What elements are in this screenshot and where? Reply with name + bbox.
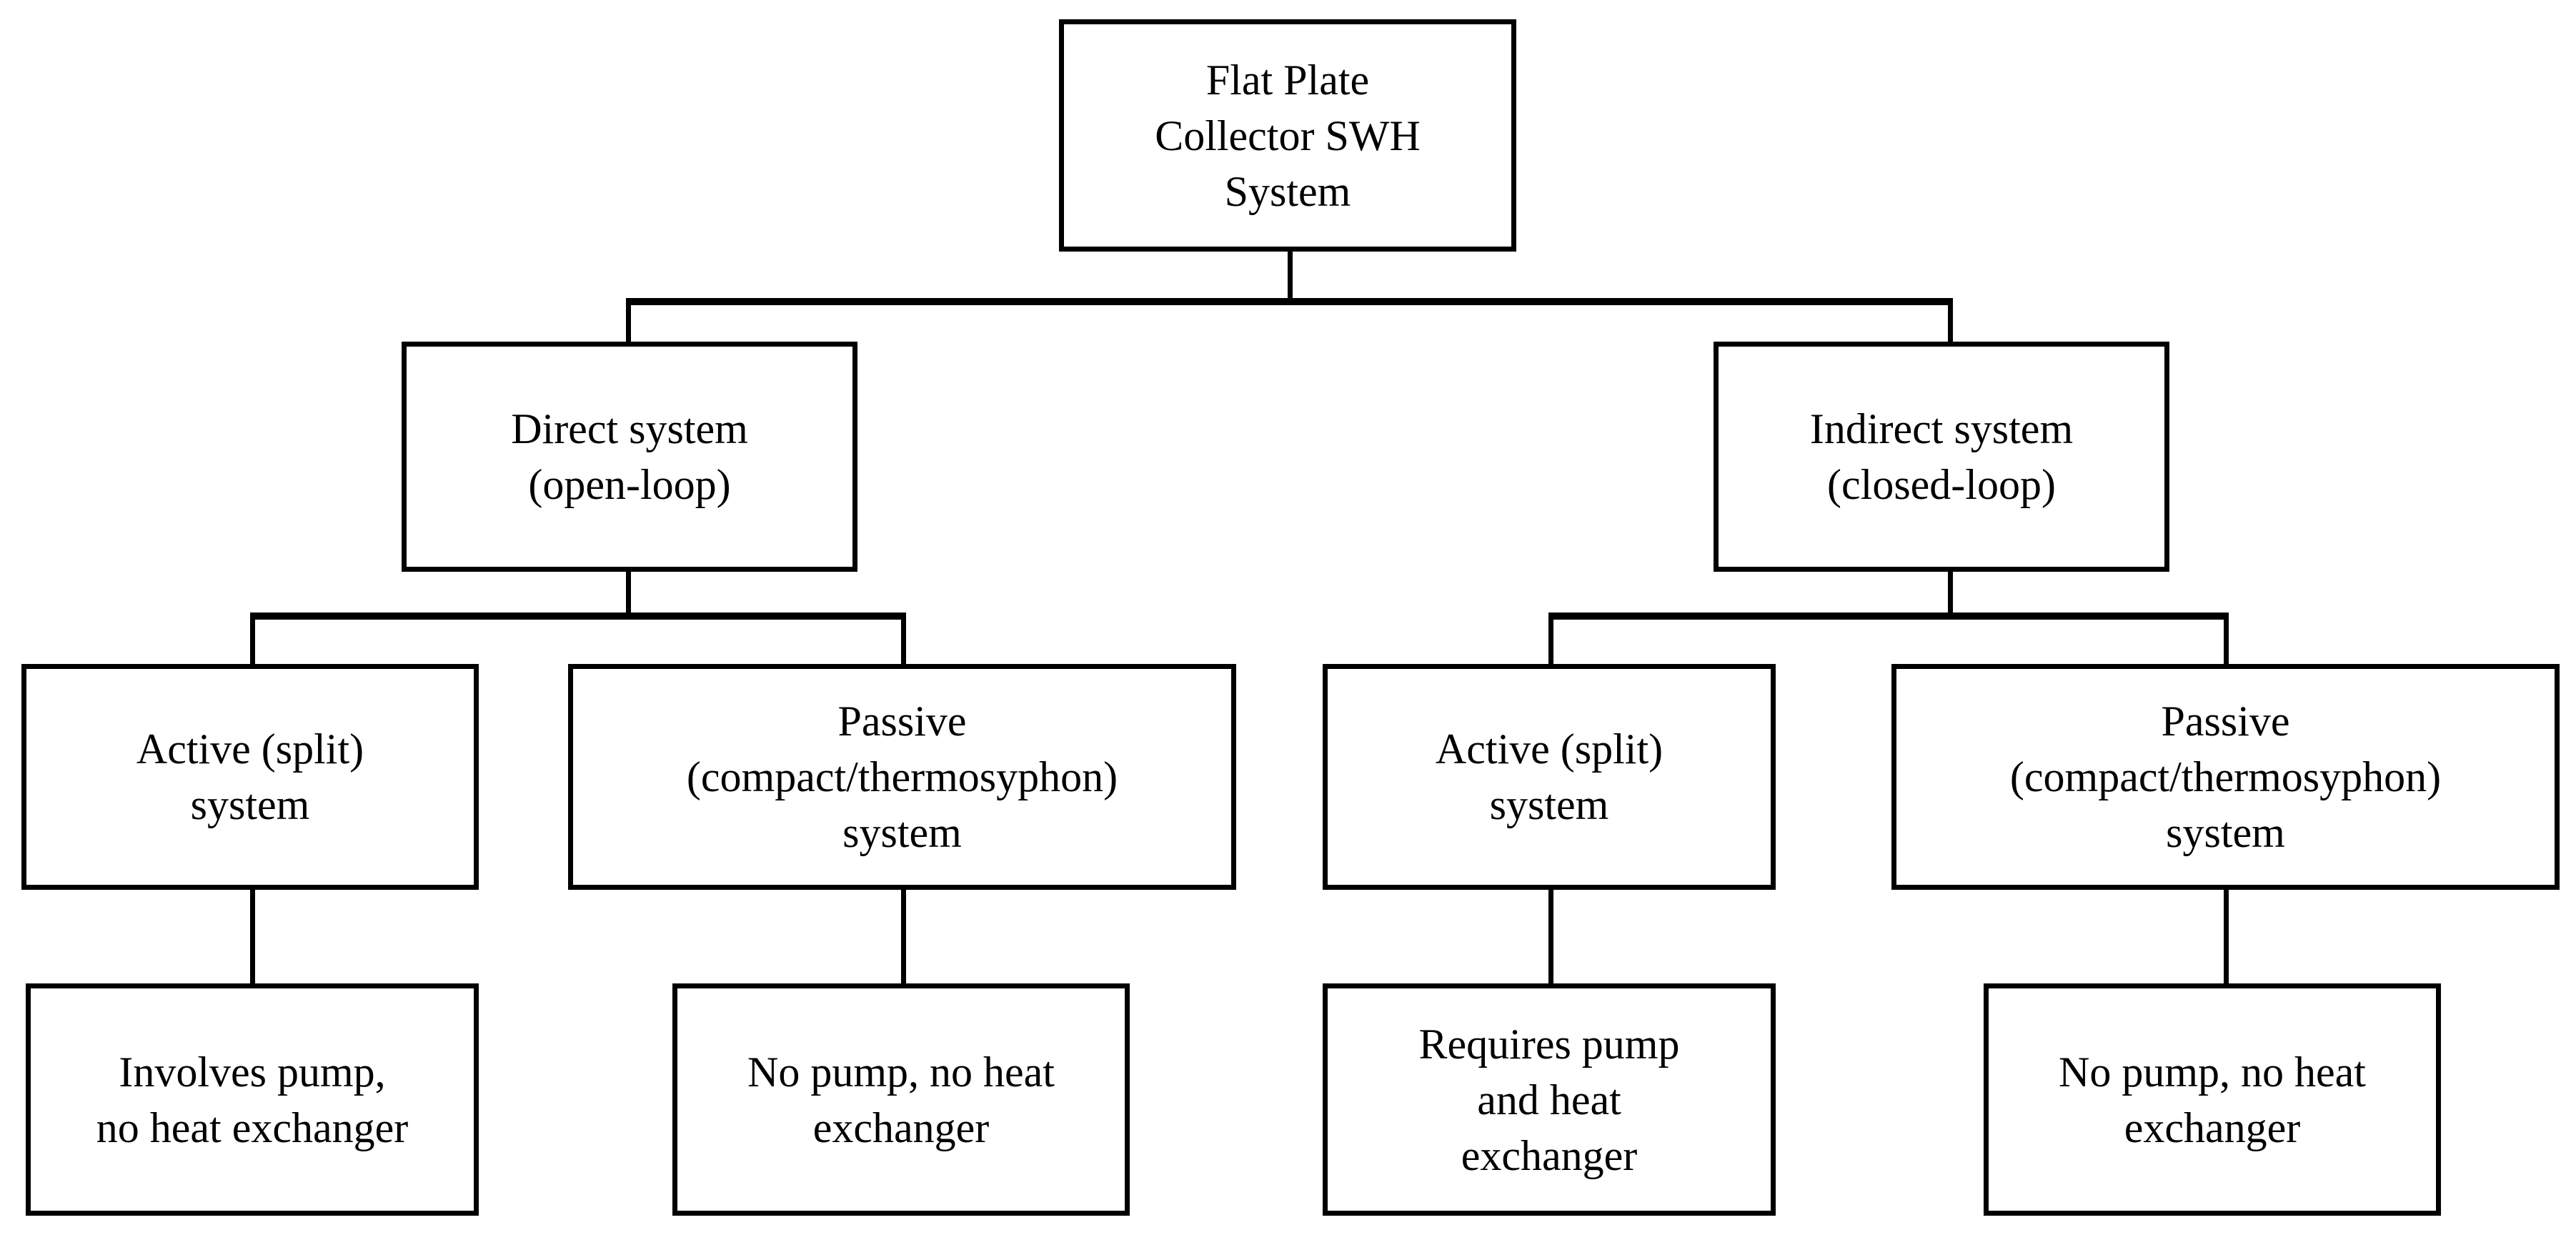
node-direct-active-detail[interactable]: Involves pump, no heat exchanger [26,983,479,1216]
node-indirect-passive[interactable]: Passive (compact/thermosyphon) system [1891,664,2560,890]
node-direct-passive[interactable]: Passive (compact/thermosyphon) system [568,664,1236,890]
connector-direct-stub [626,568,631,617]
connector-indirect-active-detail [1548,886,1553,986]
node-indirect-active-label: Active (split) system [1435,725,1664,828]
node-indirect-passive-detail-label: No pump, no heat exchanger [2059,1048,2366,1151]
connector-direct-active-detail [250,886,255,986]
node-direct-passive-detail[interactable]: No pump, no heat exchanger [672,983,1130,1216]
node-direct-active-label: Active (split) system [136,725,364,828]
node-root-label: Flat Plate Collector SWH System [1155,56,1421,215]
connector-to-direct [626,298,631,346]
node-indirect-active-detail[interactable]: Requires pump and heat exchanger [1323,983,1776,1216]
connector-indirect-stub [1948,568,1953,617]
node-indirect-system[interactable]: Indirect system (closed-loop) [1714,342,2169,572]
connector-indirect-bar [1548,612,2229,620]
node-root[interactable]: Flat Plate Collector SWH System [1059,19,1516,252]
node-direct-active[interactable]: Active (split) system [21,664,479,890]
connector-to-indirect-passive [2224,612,2229,668]
node-indirect-passive-detail[interactable]: No pump, no heat exchanger [1984,983,2441,1216]
node-indirect-system-label: Indirect system (closed-loop) [1809,405,2074,508]
connector-root-stub [1288,249,1293,303]
connector-direct-passive-detail [901,886,906,986]
connector-direct-bar [250,612,906,620]
connector-to-direct-passive [901,612,906,668]
connector-to-direct-active [250,612,255,668]
connector-to-indirect-active [1548,612,1553,668]
node-direct-passive-label: Passive (compact/thermosyphon) system [686,698,1118,856]
node-indirect-active[interactable]: Active (split) system [1323,664,1776,890]
node-indirect-active-detail-label: Requires pump and heat exchanger [1418,1020,1680,1179]
connector-to-indirect [1948,298,1953,346]
node-indirect-passive-label: Passive (compact/thermosyphon) system [2009,698,2442,856]
connector-indirect-passive-detail [2224,886,2229,986]
node-direct-system-label: Direct system (open-loop) [511,405,748,508]
node-direct-passive-detail-label: No pump, no heat exchanger [747,1048,1055,1151]
node-direct-active-detail-label: Involves pump, no heat exchanger [96,1048,409,1151]
node-direct-system[interactable]: Direct system (open-loop) [402,342,857,572]
connector-level1-bar [626,298,1953,305]
